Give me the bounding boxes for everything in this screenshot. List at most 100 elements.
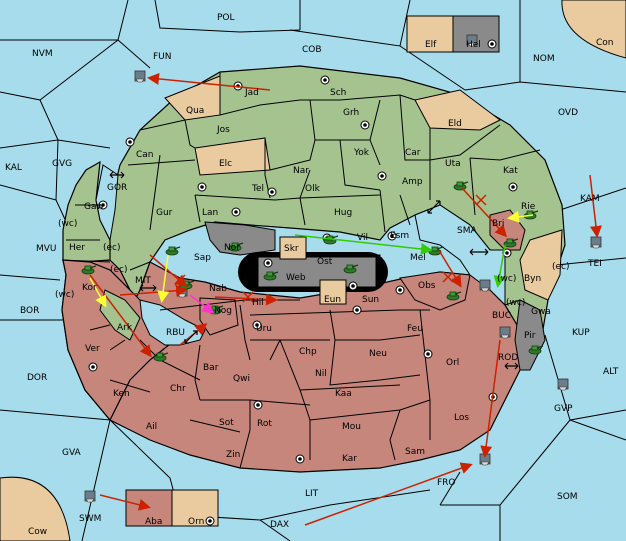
land-label-uta: Uta bbox=[445, 159, 461, 169]
sea-label-buc: BUC bbox=[492, 311, 511, 321]
land-label-los: Los bbox=[454, 413, 469, 423]
land-label-cow: Cow bbox=[28, 527, 47, 537]
sea-label-lit: LIT bbox=[305, 489, 319, 499]
region-con bbox=[561, 0, 626, 59]
fleet-unit bbox=[590, 236, 602, 249]
land-label-rie: Rie bbox=[521, 202, 536, 212]
coast-label-byn-wc: (wc) bbox=[497, 274, 516, 284]
sea-label-kup: KUP bbox=[572, 328, 590, 338]
land-label-ail: Ail bbox=[146, 422, 157, 432]
land-label-nog: Nog bbox=[214, 306, 232, 316]
sea-label-alt: ALT bbox=[603, 367, 619, 377]
sea-label-kam: KAM bbox=[580, 194, 600, 204]
orders bbox=[89, 72, 602, 526]
land-label-chp: Chp bbox=[299, 347, 317, 357]
land-label-feu: Feu bbox=[407, 324, 423, 334]
land-label-grh: Grh bbox=[343, 108, 359, 118]
land-label-zin: Zin bbox=[226, 450, 240, 460]
land-label-yok: Yok bbox=[353, 148, 370, 158]
fleet-unit bbox=[479, 453, 491, 466]
coast-label-group: (wc) (ec) (ec) (wc) (ec) (wc) (wc) bbox=[55, 219, 570, 308]
land-label-ost: Ost bbox=[317, 257, 333, 267]
land-label-ken: Ken bbox=[113, 389, 130, 399]
sea-label-gvp: GVP bbox=[554, 404, 573, 414]
land-label-kar: Kar bbox=[342, 454, 357, 464]
sea-label-rod: ROD bbox=[498, 353, 518, 363]
fleet-unit bbox=[479, 279, 491, 292]
land-label-jad: Jad bbox=[244, 88, 259, 98]
sea-label-mvu: MVU bbox=[36, 244, 57, 254]
land-label-hil: Hil bbox=[252, 298, 264, 308]
land-label-can: Can bbox=[136, 150, 154, 160]
land-label-nab: Nab bbox=[209, 284, 227, 294]
land-label-gaw: Gaw bbox=[84, 202, 104, 212]
land-label-uru: Uru bbox=[256, 324, 272, 334]
land-label-lan: Lan bbox=[202, 208, 218, 218]
sea-label-tei: TEI bbox=[587, 259, 602, 269]
land-label-olk: Olk bbox=[305, 184, 321, 194]
land-label-orl: Orl bbox=[446, 358, 459, 368]
bounce-marks bbox=[174, 194, 487, 303]
land-label-rot: Rot bbox=[257, 419, 272, 429]
region-byn bbox=[519, 229, 563, 301]
sea-label-nvm: NVM bbox=[32, 49, 53, 59]
land-label-chr: Chr bbox=[170, 384, 186, 394]
land-label-nil: Nil bbox=[315, 369, 327, 379]
land-label-sot: Sot bbox=[219, 418, 234, 428]
fleet-unit bbox=[557, 378, 569, 391]
sea-label-pol: POL bbox=[217, 13, 235, 23]
land-label-con: Con bbox=[596, 38, 614, 48]
coast-label-her-wc: (wc) bbox=[58, 219, 77, 229]
land-label-byn: Byn bbox=[524, 274, 541, 284]
land-label-amp: Amp bbox=[402, 177, 423, 187]
land-label-kaa: Kaa bbox=[335, 389, 352, 399]
region-eld bbox=[414, 89, 501, 131]
coast-label-byn-ec: (ec) bbox=[552, 262, 570, 272]
land-label-mel: Mel bbox=[410, 253, 426, 263]
region-eun bbox=[319, 279, 347, 305]
land-label-pir: Pir bbox=[524, 331, 536, 341]
sea-label-fun: FUN bbox=[153, 52, 172, 62]
land-label-sap: Sap bbox=[194, 253, 211, 263]
land-label-web: Web bbox=[286, 273, 306, 283]
land-label-eld: Eld bbox=[448, 119, 462, 129]
sea-label-cob: COB bbox=[302, 45, 322, 55]
land-label-kor: Kor bbox=[82, 283, 97, 293]
land-label-bar: Bar bbox=[203, 363, 219, 373]
sea-label-som: SOM bbox=[557, 492, 578, 502]
land-label-skr: Skr bbox=[284, 244, 299, 254]
region-aba bbox=[125, 489, 173, 527]
land-label-elf: Elf bbox=[425, 40, 437, 50]
land-label-ver: Ver bbox=[85, 344, 100, 354]
sea-label-group: POL COB FUN NVM NOM OVD KAL GVG GOR KAM … bbox=[5, 13, 619, 530]
land-label-nor: Nor bbox=[224, 243, 240, 253]
land-label-nar: Nar bbox=[293, 166, 309, 176]
land-label-aba: Aba bbox=[145, 517, 162, 527]
island-west-lower bbox=[61, 259, 181, 422]
sea-label-gva: GVA bbox=[62, 448, 82, 458]
land-label-orn: Orn bbox=[188, 517, 204, 527]
region-cow bbox=[0, 476, 71, 541]
sea-label-kal: KAL bbox=[5, 163, 22, 173]
land-label-hel: Hel bbox=[466, 40, 481, 50]
sea-label-dor: DOR bbox=[27, 373, 47, 383]
land-label-eun: Eun bbox=[324, 295, 341, 305]
coast-label-gwa-wc: (wc) bbox=[506, 298, 525, 308]
sea-label-ovd: OVD bbox=[558, 108, 578, 118]
sea-label-dax: DAX bbox=[270, 520, 289, 530]
land-label-group: Jad Sch Qua Jos Grh Eld Can Elc Nar Yok … bbox=[28, 38, 614, 537]
fleet-unit bbox=[499, 326, 511, 339]
land-label-kat: Kat bbox=[503, 166, 518, 176]
sea-label-sma: SMA bbox=[457, 226, 477, 236]
land-label-car: Car bbox=[405, 148, 421, 158]
land-label-bri: Bri bbox=[492, 219, 504, 229]
land-label-sam: Sam bbox=[405, 447, 425, 457]
land-label-jos: Jos bbox=[216, 125, 230, 135]
sea-label-fro: FRO bbox=[437, 478, 456, 488]
land-label-esm: Esm bbox=[390, 231, 409, 241]
fleet-unit bbox=[134, 70, 146, 83]
sea-label-gor: GOR bbox=[107, 183, 127, 193]
land-label-gur: Gur bbox=[156, 208, 173, 218]
land-label-mou: Mou bbox=[342, 422, 361, 432]
